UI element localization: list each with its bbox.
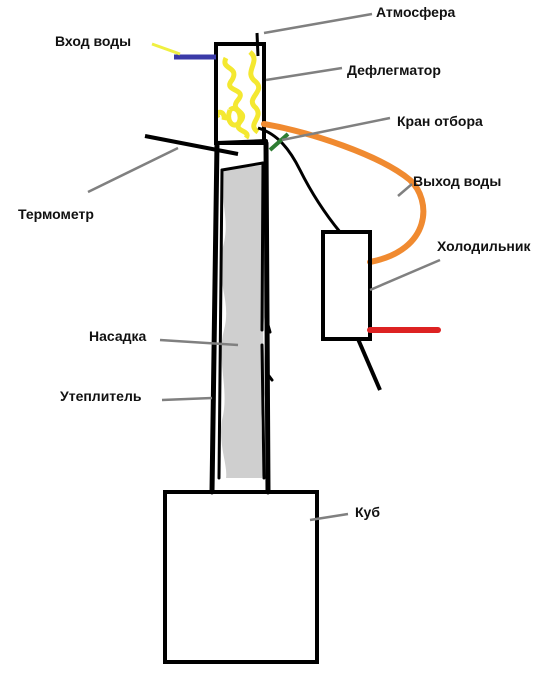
column-inner-right-wall-upper <box>260 161 265 332</box>
label-cube: Куб <box>355 504 380 520</box>
leader-atmosphere <box>263 12 373 35</box>
tap-outlet-pipe <box>257 126 342 233</box>
label-insulation: Утеплитель <box>60 388 142 404</box>
leader-water-out <box>397 183 413 197</box>
label-thermometer: Термометр <box>18 206 94 222</box>
cube-body <box>163 490 319 664</box>
thermometer <box>144 134 239 156</box>
leader-thermometer <box>87 146 179 194</box>
column-inner-right-wall-lower <box>260 343 266 480</box>
dephlegmator-coil <box>214 50 262 140</box>
leader-insulation <box>161 396 213 402</box>
water-out-pipe <box>261 121 427 265</box>
label-atmosphere: Атмосфера <box>376 4 456 20</box>
column-right-mark <box>266 323 272 334</box>
leader-packing <box>159 338 239 347</box>
leader-dephlegmator <box>265 66 343 82</box>
column-inner-left-wall <box>217 168 224 480</box>
label-water-out: Выход воды <box>413 173 502 189</box>
water-in-tip <box>151 42 181 56</box>
leader-cooler <box>369 258 441 292</box>
column-inner-top <box>220 161 265 172</box>
cooler-body <box>321 230 372 341</box>
label-cooler: Холодильник <box>437 238 531 254</box>
label-tap: Кран отбора <box>397 113 483 129</box>
column-outer-left-wall <box>209 140 220 495</box>
packing-fill <box>220 165 268 478</box>
dephlegmator-body <box>214 42 266 145</box>
column-right-mark-2 <box>267 374 274 382</box>
label-dephlegmator: Дефлегматор <box>347 62 441 78</box>
cooler-product-outlet <box>356 338 382 391</box>
leader-lines <box>87 12 441 522</box>
leader-tap <box>281 116 391 142</box>
atmosphere-pipe <box>255 32 260 57</box>
column-outer-right-wall <box>263 140 271 495</box>
tap-valve <box>268 132 290 152</box>
label-packing: Насадка <box>89 328 147 344</box>
label-water-in: Вход воды <box>55 33 132 49</box>
dephlegmator <box>214 42 266 145</box>
leader-cube <box>309 512 349 522</box>
